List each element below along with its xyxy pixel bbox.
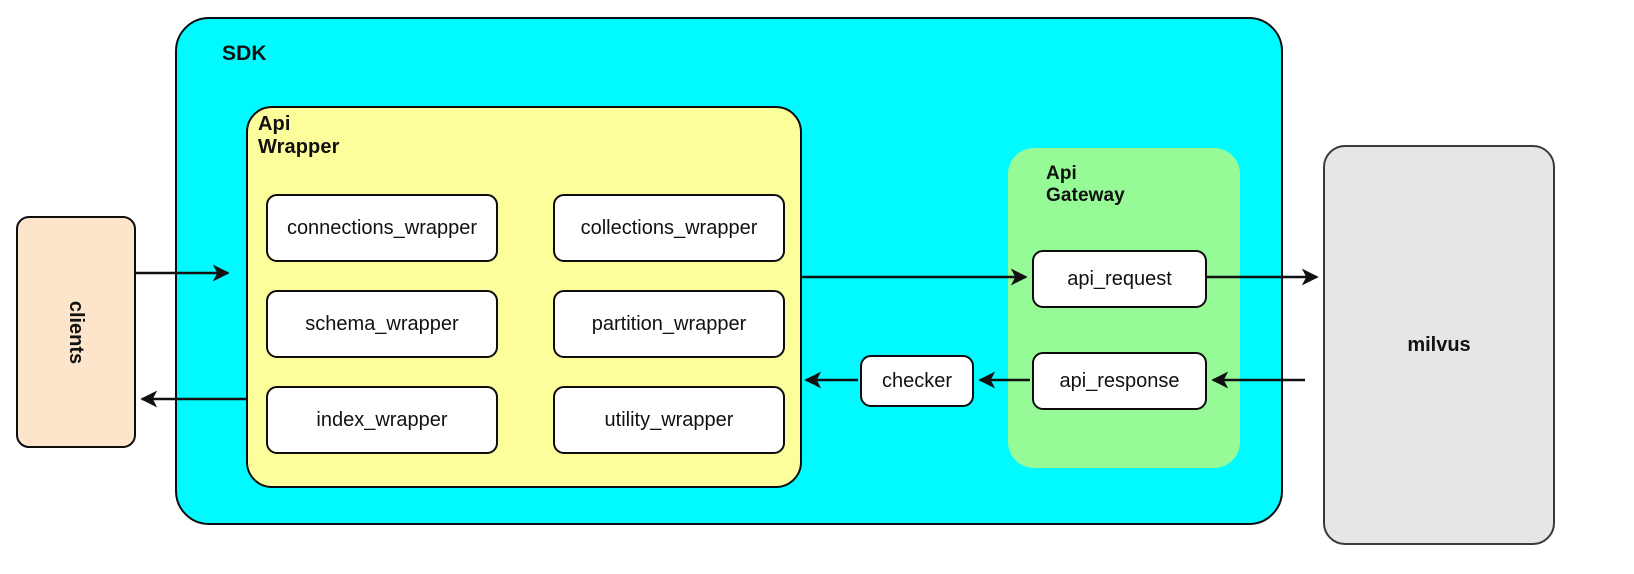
node-index-wrapper[interactable]: index_wrapper: [266, 386, 498, 454]
node-clients-label: clients: [65, 300, 88, 364]
container-api-wrapper-label: Api Wrapper: [258, 113, 340, 159]
node-milvus[interactable]: milvus: [1323, 145, 1555, 545]
container-api-gateway-label: Api Gateway: [1046, 163, 1125, 207]
node-api-response[interactable]: api_response: [1032, 352, 1207, 410]
node-connections-wrapper[interactable]: connections_wrapper: [266, 194, 498, 262]
container-api-gateway: [1008, 148, 1240, 468]
container-sdk-label: SDK: [222, 42, 267, 65]
node-api-request[interactable]: api_request: [1032, 250, 1207, 308]
node-utility-wrapper[interactable]: utility_wrapper: [553, 386, 785, 454]
node-partition-wrapper[interactable]: partition_wrapper: [553, 290, 785, 358]
node-clients[interactable]: clients: [16, 216, 136, 448]
node-collections-wrapper[interactable]: collections_wrapper: [553, 194, 785, 262]
node-checker[interactable]: checker: [860, 355, 974, 407]
node-schema-wrapper[interactable]: schema_wrapper: [266, 290, 498, 358]
